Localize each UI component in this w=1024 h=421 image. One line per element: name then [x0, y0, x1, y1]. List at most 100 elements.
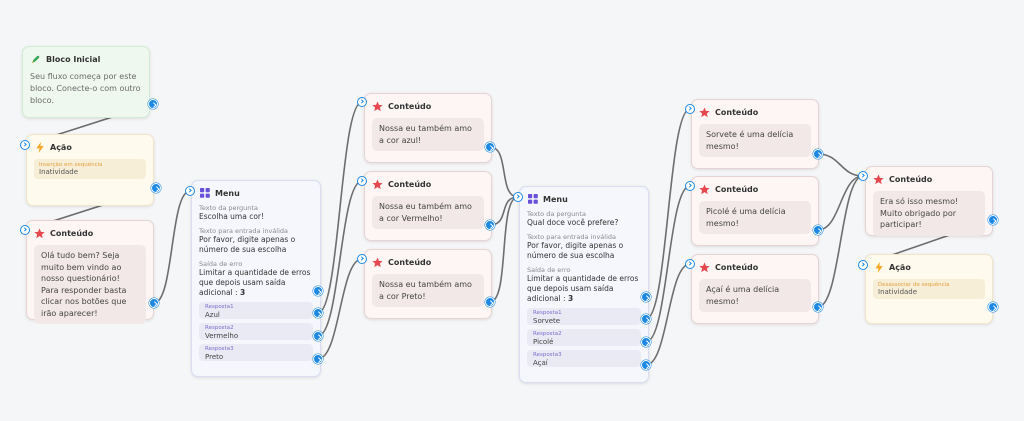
content-5-title: Conteúdo: [715, 107, 759, 117]
start-block[interactable]: Bloco Inicial Seu fluxo começa por este …: [22, 46, 150, 118]
content-4-out-port[interactable]: [485, 297, 495, 307]
menu-2-option-3[interactable]: Resposta3 Açaí: [527, 350, 641, 367]
start-description: Seu fluxo começa por este bloco. Conecte…: [30, 72, 141, 105]
connector-line: [489, 196, 519, 226]
option-label: Resposta1: [205, 304, 234, 310]
connector-line: [645, 185, 691, 343]
content-2-in-port[interactable]: [357, 97, 367, 107]
connector-line: [317, 180, 363, 337]
option-value: Preto: [205, 353, 224, 361]
content-5-out-port[interactable]: [813, 149, 823, 159]
action-block-1[interactable]: Ação Inserção em sequência Inatividade: [26, 134, 154, 206]
action-1-type: Inserção em sequência: [39, 162, 103, 168]
menu-2-invalid-label: Texto para entrada inválida: [527, 233, 616, 241]
menu-1-option-1[interactable]: Resposta1 Azul: [199, 302, 313, 319]
menu-1-option-3[interactable]: Resposta3 Preto: [199, 344, 313, 361]
content-1-out-port[interactable]: [149, 298, 159, 308]
option-value: Picolé: [533, 338, 554, 346]
connector-line: [489, 196, 519, 303]
content-8-message: Era só isso mesmo! Muito obrigado por pa…: [873, 191, 985, 236]
menu-2-option-1[interactable]: Resposta1 Sorvete: [527, 308, 641, 325]
menu-2-invalid: Por favor, digite apenas o número de sua…: [527, 241, 624, 260]
menu-2-option-1-out-port[interactable]: [641, 314, 651, 324]
menu-2-option-2[interactable]: Resposta2 Picolé: [527, 329, 641, 346]
menu-2-question: Qual doce você prefere?: [527, 218, 619, 227]
connector-line: [645, 263, 691, 366]
star-icon: [372, 100, 383, 112]
menu-1-option-2[interactable]: Resposta2 Vermelho: [199, 323, 313, 340]
action-1-in-port[interactable]: [20, 140, 30, 150]
content-5-in-port[interactable]: [685, 104, 695, 114]
menu-1-error-label: Saída de erro: [199, 260, 243, 268]
action-1-value: Inatividade: [39, 168, 79, 176]
star-icon: [34, 227, 45, 239]
action-1-title: Ação: [50, 142, 72, 152]
action-2-in-port[interactable]: [858, 260, 868, 270]
content-5-message: Sorvete é uma delícia mesmo!: [699, 124, 811, 157]
star-icon: [699, 183, 710, 195]
option-label: Resposta3: [533, 352, 562, 358]
menu-1-in-port[interactable]: [185, 186, 195, 196]
rocket-icon: [30, 54, 41, 65]
content-4-in-port[interactable]: [357, 254, 367, 264]
content-7-out-port[interactable]: [813, 302, 823, 312]
content-block-7[interactable]: Conteúdo Açaí é uma delícia mesmo!: [691, 254, 819, 324]
menu-block-2[interactable]: Menu Texto da pergunta Qual doce você pr…: [519, 186, 649, 383]
content-8-out-port[interactable]: [988, 215, 998, 225]
option-value: Azul: [205, 311, 220, 319]
menu-1-error-text: Limitar a quantidade de erros que depois…: [199, 268, 311, 297]
content-block-6[interactable]: Conteúdo Picolé é uma delícia mesmo!: [691, 176, 819, 246]
action-block-2[interactable]: Ação Desassociar de sequência Inatividad…: [865, 254, 993, 324]
connector-line: [153, 190, 191, 304]
menu-1-error: Limitar a quantidade de erros que depois…: [199, 268, 313, 298]
action-2-out-port[interactable]: [988, 302, 998, 312]
connector-line: [817, 175, 864, 231]
lightning-icon: [34, 141, 45, 153]
content-6-in-port[interactable]: [685, 181, 695, 191]
content-8-title: Conteúdo: [889, 174, 933, 184]
menu-2-title: Menu: [543, 194, 568, 204]
menu-1-option-3-out-port[interactable]: [313, 354, 323, 364]
option-value: Sorvete: [533, 317, 561, 325]
connector-line: [317, 101, 363, 314]
grid-icon: [527, 194, 538, 205]
content-8-in-port[interactable]: [858, 171, 868, 181]
menu-2-option-3-out-port[interactable]: [641, 360, 651, 370]
menu-2-error-out-port[interactable]: [641, 292, 651, 302]
content-block-1[interactable]: Conteúdo Olá tudo bem? Seja muito bem vi…: [26, 220, 154, 324]
menu-1-option-1-out-port[interactable]: [313, 308, 323, 318]
content-4-title: Conteúdo: [388, 257, 432, 267]
menu-block-1[interactable]: Menu Texto da pergunta Escolha uma cor! …: [191, 180, 321, 377]
action-1-out-port[interactable]: [151, 183, 161, 193]
star-icon: [699, 261, 710, 273]
option-value: Vermelho: [205, 332, 239, 340]
option-value: Açaí: [533, 359, 548, 367]
content-3-title: Conteúdo: [388, 179, 432, 189]
content-block-2[interactable]: Conteúdo Nossa eu também amo a cor azul!: [364, 93, 492, 163]
star-icon: [372, 178, 383, 190]
menu-2-option-2-out-port[interactable]: [641, 337, 651, 347]
menu-1-option-2-out-port[interactable]: [313, 331, 323, 341]
start-out-port[interactable]: [148, 99, 158, 109]
content-block-3[interactable]: Conteúdo Nossa eu também amo a cor Verme…: [364, 171, 492, 241]
star-icon: [873, 173, 884, 185]
menu-2-in-port[interactable]: [513, 192, 523, 202]
content-7-message: Açaí é uma delícia mesmo!: [699, 279, 811, 312]
content-6-out-port[interactable]: [813, 225, 823, 235]
menu-1-error-out-port[interactable]: [313, 286, 323, 296]
connector-line: [645, 108, 691, 320]
content-3-in-port[interactable]: [357, 176, 367, 186]
content-7-in-port[interactable]: [685, 259, 695, 269]
content-block-8[interactable]: Conteúdo Era só isso mesmo! Muito obriga…: [865, 166, 993, 236]
content-block-5[interactable]: Conteúdo Sorvete é uma delícia mesmo!: [691, 99, 819, 169]
menu-2-error: Limitar a quantidade de erros que depois…: [527, 274, 641, 304]
content-1-in-port[interactable]: [20, 225, 30, 235]
content-block-4[interactable]: Conteúdo Nossa eu também amo a cor Preto…: [364, 249, 492, 319]
action-2-value: Inatividade: [878, 288, 918, 296]
content-3-out-port[interactable]: [485, 220, 495, 230]
content-2-title: Conteúdo: [388, 101, 432, 111]
content-6-message: Picolé é uma delícia mesmo!: [699, 201, 811, 234]
content-2-out-port[interactable]: [485, 142, 495, 152]
option-label: Resposta2: [533, 331, 562, 337]
